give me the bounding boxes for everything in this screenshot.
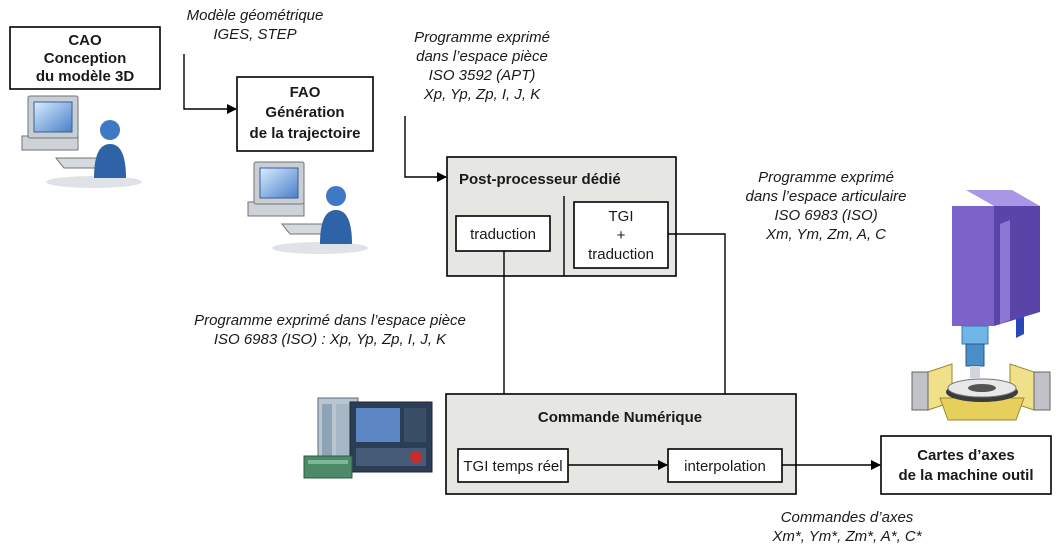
annotation-commandes-line2: Xm*, Ym*, Zm*, A*, C* xyxy=(771,528,922,545)
fao-line2: Génération xyxy=(265,104,344,121)
arrow-fao-post xyxy=(404,116,447,182)
post-processor-title: Post-processeur dédié xyxy=(459,171,621,188)
post-processor-panel: Post-processeur dédié traduction TGI + t… xyxy=(446,156,677,277)
annotation-apt-line1: Programme exprimé xyxy=(414,29,550,46)
cnc-controller-icon xyxy=(303,397,433,479)
annotation-articulaire-line1: Programme exprimé xyxy=(758,169,894,186)
five-axis-machine-icon xyxy=(911,190,1051,421)
annotation-apt-line3: ISO 3592 (APT) xyxy=(429,67,536,84)
commande-numerique-panel: Commande Numérique TGI temps réel interp… xyxy=(445,393,797,495)
fao-line3: de la trajectoire xyxy=(250,125,361,142)
tgi-temps-reel-label: TGI temps réel xyxy=(463,458,562,475)
traduction-box xyxy=(455,215,551,252)
tgi-line1: TGI xyxy=(609,208,634,225)
tgi-line3: traduction xyxy=(588,246,654,263)
annotation-apt-line2: dans l’espace pièce xyxy=(416,48,548,65)
annotation-articulaire-line3: ISO 6983 (ISO) xyxy=(774,207,877,224)
fao-box: FAO Génération de la trajectoire xyxy=(236,76,374,152)
cartes-axes-box: Cartes d’axes de la machine outil xyxy=(880,435,1052,495)
annotation-modele-line2: IGES, STEP xyxy=(213,26,296,43)
arrow-tgi-interpolation xyxy=(668,233,730,449)
annotation-iso-line1: Programme exprimé dans l’espace pièce xyxy=(194,312,466,329)
fao-title: FAO xyxy=(290,84,321,101)
cao-title: CAO xyxy=(68,32,102,49)
annotation-apt-line4: Xp, Yp, Zp, I, J, K xyxy=(423,86,541,103)
workstation-icon xyxy=(247,161,368,254)
cartes-line2: de la machine outil xyxy=(898,467,1033,484)
annotation-articulaire-line4: Xm, Ym, Zm, A, C xyxy=(765,226,886,243)
cao-line3: du modèle 3D xyxy=(36,68,135,85)
commande-numerique-title: Commande Numérique xyxy=(538,409,702,426)
interpolation-label: interpolation xyxy=(684,458,766,475)
cao-box: CAO Conception du modèle 3D xyxy=(9,26,161,90)
traduction-label: traduction xyxy=(470,226,536,243)
cao-line2: Conception xyxy=(44,50,127,67)
annotation-articulaire-line2: dans l’espace articulaire xyxy=(746,188,907,205)
arrow-cao-fao xyxy=(183,54,237,114)
workstation-icon xyxy=(21,95,142,188)
annotation-iso-line2: ISO 6983 (ISO) : Xp, Yp, Zp, I, J, K xyxy=(214,331,447,348)
cartes-line1: Cartes d’axes xyxy=(917,447,1015,464)
tgi-line2: + xyxy=(617,227,626,244)
tgi-traduction-box xyxy=(573,201,669,269)
annotation-modele-line1: Modèle géométrique xyxy=(187,7,324,24)
interpolation-box xyxy=(667,448,783,483)
annotation-commandes-line1: Commandes d’axes xyxy=(781,509,914,526)
